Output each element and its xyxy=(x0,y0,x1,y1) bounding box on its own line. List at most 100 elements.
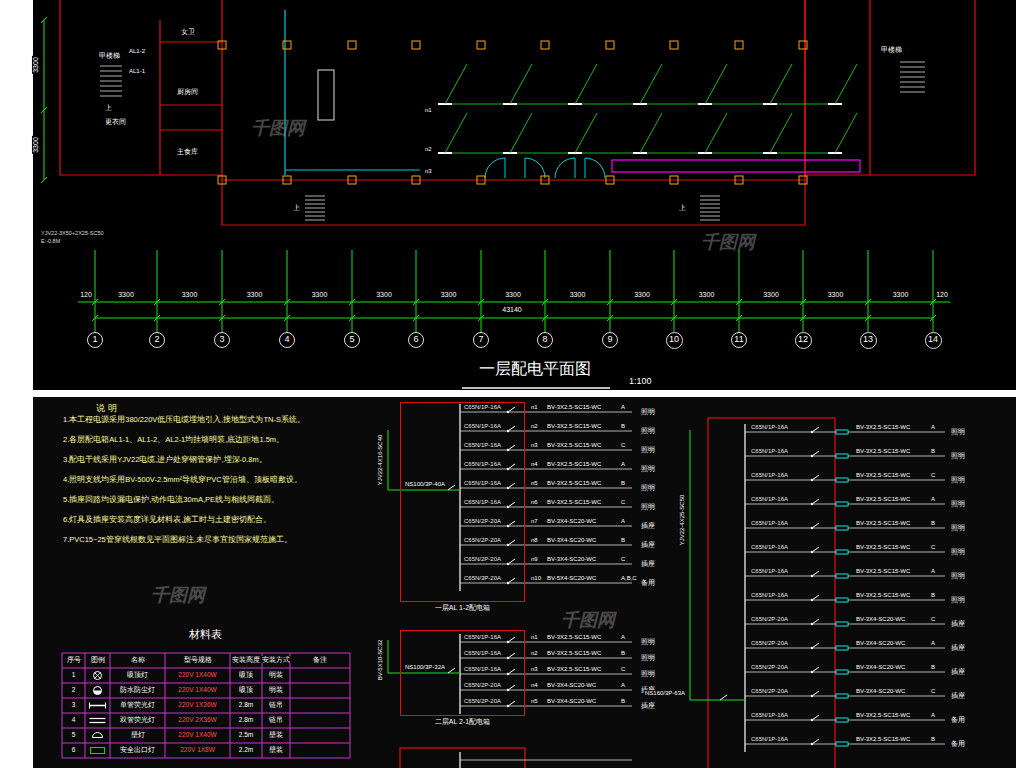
dimension-line xyxy=(95,318,933,319)
breaker-symbol xyxy=(508,653,515,658)
breaker-symbol xyxy=(812,523,819,528)
breaker-symbol xyxy=(812,739,819,744)
room-label: 甲楼梯 xyxy=(98,52,121,60)
table-title: 材料表 xyxy=(188,628,223,641)
axis-bubble: 10 xyxy=(666,332,683,349)
breaker-symbol xyxy=(812,619,819,624)
dimension-label: 120 xyxy=(935,291,949,299)
dimension-label: 3300 xyxy=(827,291,845,299)
circuit-use: 照明 xyxy=(950,476,966,483)
table-cell: 单管荧光灯 xyxy=(119,701,156,708)
stair-step xyxy=(100,81,122,82)
stair-step xyxy=(305,200,325,201)
breaker-contact xyxy=(811,599,813,601)
main-breaker: NS100/3P-32A xyxy=(404,664,446,671)
wiring xyxy=(445,64,467,104)
table-cell: 220V 2X36W xyxy=(177,716,217,723)
table-cell: 吸顶灯 xyxy=(126,671,149,678)
breaker-symbol xyxy=(812,475,819,480)
breaker-symbol xyxy=(508,669,515,674)
axis-number: 11 xyxy=(734,335,743,345)
branch-line xyxy=(460,488,632,489)
table-rule xyxy=(290,653,291,758)
table-cell: 吸顶 xyxy=(238,671,254,678)
wall xyxy=(60,0,222,175)
axis-bubble: 3 xyxy=(214,332,230,348)
table-rule xyxy=(62,758,350,759)
table-cell: 壁灯 xyxy=(130,731,146,738)
circuit-use: 照明 xyxy=(640,446,656,453)
table-header: 备注 xyxy=(312,656,328,663)
cable-spec: BV-3X2.5-SC15-WC xyxy=(855,472,911,479)
breaker-contact xyxy=(811,575,813,577)
table-cell: 链吊 xyxy=(268,701,284,708)
breaker-symbol xyxy=(508,578,515,583)
column xyxy=(606,41,614,49)
room-label: 主食库 xyxy=(176,148,199,156)
breaker-contact xyxy=(507,525,509,527)
breaker-rating: C65N/2P-20A xyxy=(750,640,789,647)
table-rule xyxy=(62,668,350,669)
axis-number: 9 xyxy=(607,335,612,345)
column xyxy=(283,41,291,49)
ceiling-lamp-symbol xyxy=(95,673,101,679)
breaker-rating: C65N/1P-16A xyxy=(463,666,502,673)
axis-bubble: 14 xyxy=(925,332,942,349)
fuse-symbol xyxy=(836,646,848,650)
circuit-use: 备用 xyxy=(640,579,656,586)
column xyxy=(477,176,485,184)
breaker-rating: C65N/1P-16A xyxy=(750,472,789,479)
distribution-box-outline xyxy=(708,418,835,768)
breaker-rating: C65N/1P-16A xyxy=(463,461,502,468)
wiring xyxy=(835,113,857,153)
axis-number: 7 xyxy=(478,335,483,345)
axis-bubble: 1 xyxy=(87,332,103,348)
column xyxy=(348,176,356,184)
breaker-symbol xyxy=(508,502,515,507)
breaker-contact xyxy=(811,671,813,673)
phase-label: B xyxy=(620,423,626,430)
cable-spec: BV-3X2.5-SC15-WC xyxy=(546,442,602,449)
axis-number: 2 xyxy=(154,335,159,345)
dimension-label: 3300 xyxy=(246,291,264,299)
breaker-contact xyxy=(507,487,509,489)
circuit-number: n1 xyxy=(530,404,539,411)
circuit-use: 插座 xyxy=(640,522,656,529)
circuit-use: 照明 xyxy=(640,465,656,472)
note-text: 2.各层配电箱AL1-1、AL1-2、AL2-1均挂墙明装,底边距地1.5m。 xyxy=(62,436,344,445)
axis-number: 4 xyxy=(284,335,289,345)
dimension-label: 3300 xyxy=(504,291,522,299)
circuit-use: 备用 xyxy=(950,740,966,747)
breaker-contact xyxy=(811,695,813,697)
stair-mark: 上 xyxy=(104,104,113,112)
breaker-contact xyxy=(507,563,509,565)
cable-spec: BV-3X4-SC20-WC xyxy=(855,640,906,647)
branch-line xyxy=(460,760,632,761)
breaker-contact xyxy=(811,719,813,721)
branch-line xyxy=(460,412,632,413)
circuit-number: n8 xyxy=(530,537,539,544)
circuit-use: 照明 xyxy=(950,548,966,555)
circuit-use: 插座 xyxy=(950,692,966,699)
phase-label: A xyxy=(620,404,626,411)
column xyxy=(799,41,807,49)
wiring xyxy=(770,113,792,153)
breaker-rating: C65N/1P-16A xyxy=(463,480,502,487)
dimension-label: 3300 xyxy=(181,291,199,299)
circuit-use: 插座 xyxy=(640,560,656,567)
fuse-symbol xyxy=(836,526,848,530)
cable-spec: BV-3X2.5-SC15-WC xyxy=(855,568,911,575)
column xyxy=(606,176,614,184)
stair-step xyxy=(900,67,925,68)
breaker-symbol xyxy=(508,685,515,690)
branch-line xyxy=(460,507,632,508)
axis-line xyxy=(868,250,869,332)
wall xyxy=(222,180,805,225)
cable-note: YJV22-3X50+2X25-SC50 xyxy=(40,230,105,236)
dimension-label: 3300 xyxy=(698,291,716,299)
branch-line xyxy=(460,690,632,691)
axis-number: 6 xyxy=(413,335,418,345)
single-tube-symbol xyxy=(90,705,106,707)
stair-step xyxy=(305,208,325,209)
stair-step xyxy=(700,200,720,201)
